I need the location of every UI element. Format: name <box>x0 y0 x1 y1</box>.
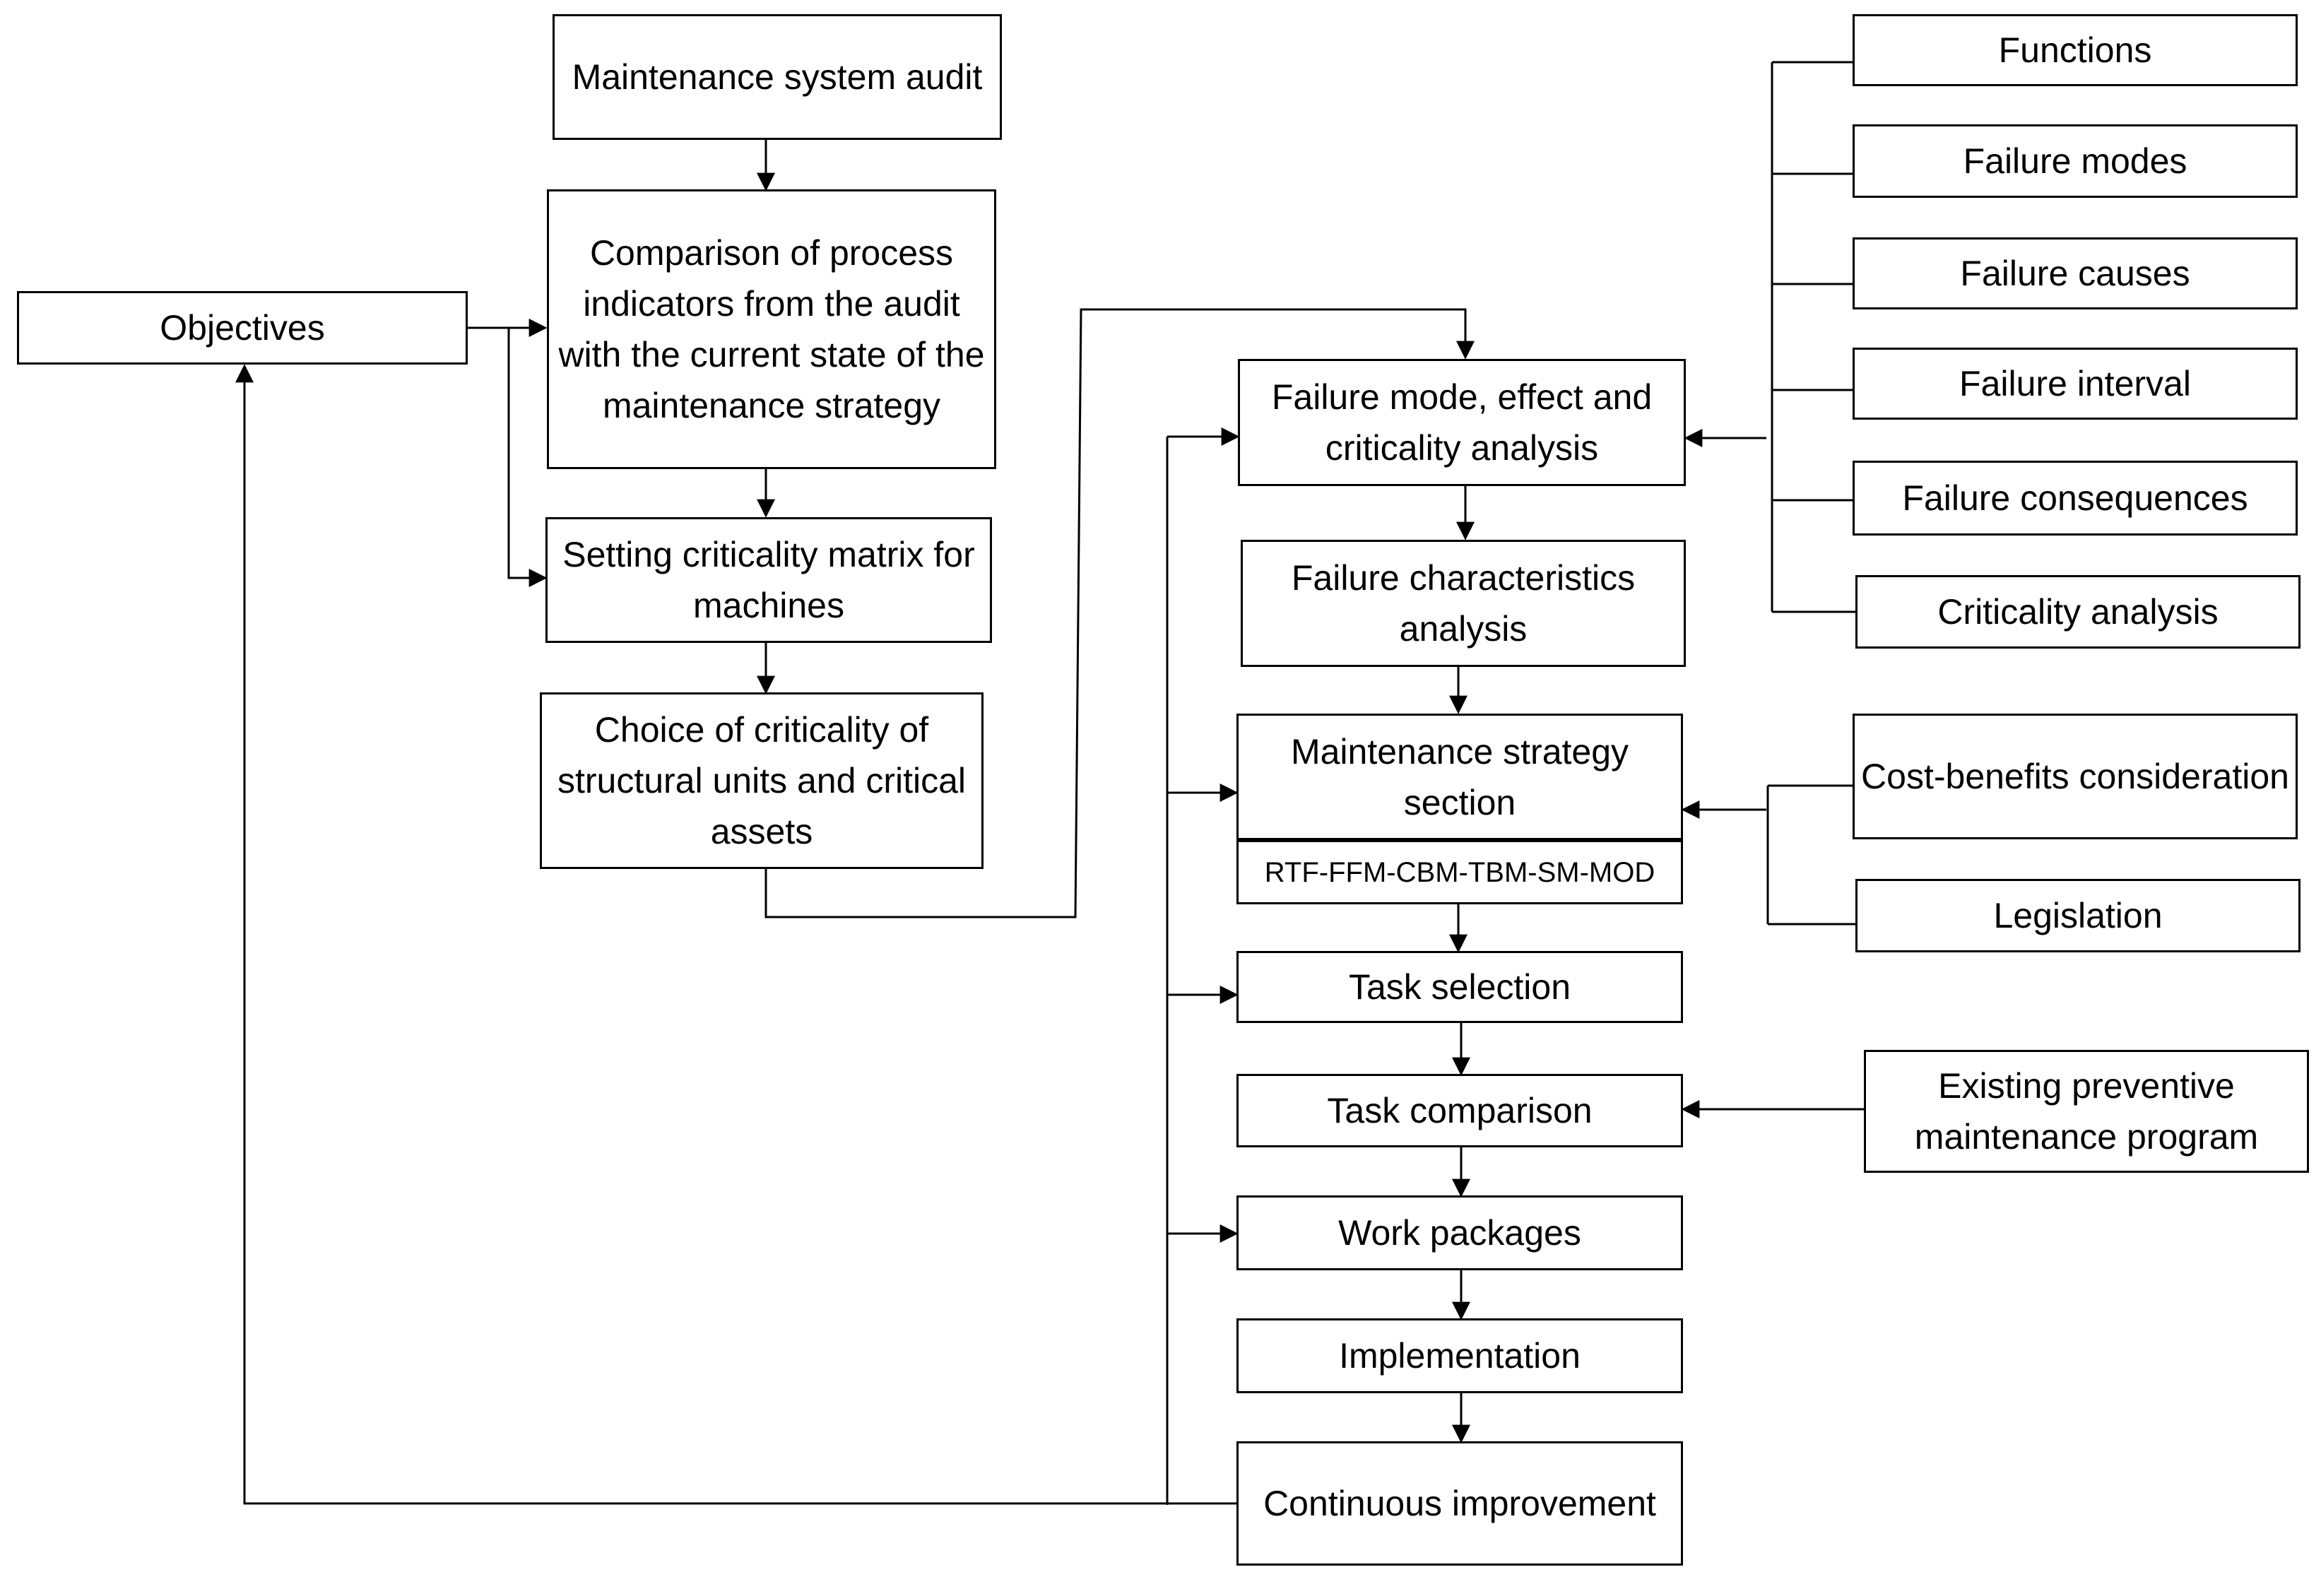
task-selection-box: Task selection <box>1236 951 1683 1023</box>
strategy-types-box: RTF-FFM-CBM-TBM-SM-MOD <box>1236 838 1683 904</box>
criticality-analysis-box: Criticality analysis <box>1855 575 2301 649</box>
failure-characteristics-box: Failure characteristics analysis <box>1241 540 1686 667</box>
feedback-continuous-to-objectives <box>235 364 1236 1505</box>
failure-consequences-box: Failure consequences <box>1853 461 2298 536</box>
fmeca-box: Failure mode, effect and criticality ana… <box>1238 359 1686 486</box>
criticality-matrix-box: Setting criticality matrix for machines <box>545 517 992 643</box>
task-comparison-box: Task comparison <box>1236 1074 1683 1147</box>
legislation-box: Legislation <box>1855 879 2301 952</box>
implementation-box: Implementation <box>1236 1318 1683 1393</box>
maintenance-system-audit-box: Maintenance system audit <box>553 14 1002 140</box>
maintenance-strategy-box: Maintenance strategy section <box>1236 714 1683 841</box>
comparison-box: Comparison of process indicators from th… <box>547 189 996 469</box>
existing-pm-program-box: Existing preventive maintenance program <box>1864 1050 2309 1173</box>
continuous-improvement-box: Continuous improvement <box>1236 1441 1683 1566</box>
arrow-choice-to-fmeca <box>764 308 1475 918</box>
arrow-objectives-to-matrix <box>507 328 548 587</box>
functions-box: Functions <box>1853 14 2298 86</box>
failure-interval-box: Failure interval <box>1853 348 2298 420</box>
cost-benefits-box: Cost-benefits consideration <box>1853 714 2298 839</box>
choice-of-criticality-box: Choice of criticality of structural unit… <box>540 692 984 869</box>
objectives-box: Objectives <box>17 291 468 365</box>
failure-causes-box: Failure causes <box>1853 237 2298 309</box>
failure-modes-box: Failure modes <box>1853 124 2298 198</box>
work-packages-box: Work packages <box>1236 1195 1683 1270</box>
